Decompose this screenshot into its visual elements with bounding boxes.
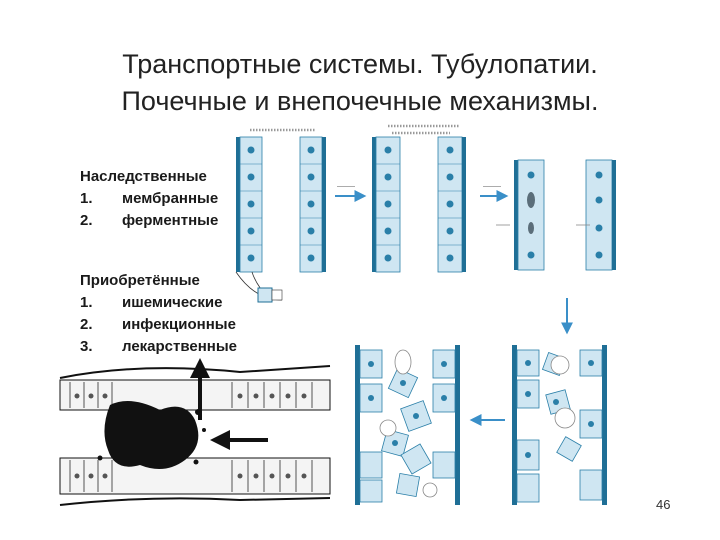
acquired-heading: Приобретённые [80, 272, 200, 289]
list-number: 1. [80, 294, 93, 311]
tubule-stage-loss-of-polarity [372, 124, 466, 273]
tubule-stage-normal [236, 128, 326, 273]
hereditary-list: Наследственные 1. мембранные 2. ферментн… [80, 166, 218, 232]
hereditary-item: 1. мембранные [80, 188, 218, 210]
slide-title-line-1: Транспортные системы. Тубулопатии. [122, 49, 598, 79]
top-stage-arrows: ——— ——— [335, 184, 590, 426]
tubule-illustration-bw [59, 358, 331, 506]
slide-title-line-2: Почечные и внепочечные механизмы. [121, 86, 599, 116]
svg-text:———: ——— [337, 184, 355, 190]
tubule-stage-sloughing [512, 345, 607, 505]
list-number: 1. [80, 190, 93, 207]
acquired-list: Приобретённые 1. ишемические 2. инфекцио… [80, 270, 237, 358]
hereditary-heading: Наследственные [80, 168, 207, 185]
list-label: мембранные [122, 190, 219, 207]
list-number: 3. [80, 338, 93, 355]
acquired-item: 3. лекарственные [80, 336, 237, 358]
list-number: 2. [80, 212, 93, 229]
list-number: 2. [80, 316, 93, 333]
list-label: ферментные [122, 212, 219, 229]
tubule-stage-necrosis [514, 159, 616, 271]
list-label: ишемические [122, 294, 223, 311]
acquired-item: 2. инфекционные [80, 314, 237, 336]
svg-text:———: ——— [483, 184, 501, 190]
zoom-callout [235, 271, 283, 303]
page-number: 46 [656, 497, 671, 512]
list-label: лекарственные [122, 338, 238, 355]
tubule-stage-obstruction [355, 345, 460, 505]
acquired-item: 1. ишемические [80, 292, 237, 314]
list-label: инфекционные [122, 316, 236, 333]
hereditary-item: 2. ферментные [80, 210, 218, 232]
